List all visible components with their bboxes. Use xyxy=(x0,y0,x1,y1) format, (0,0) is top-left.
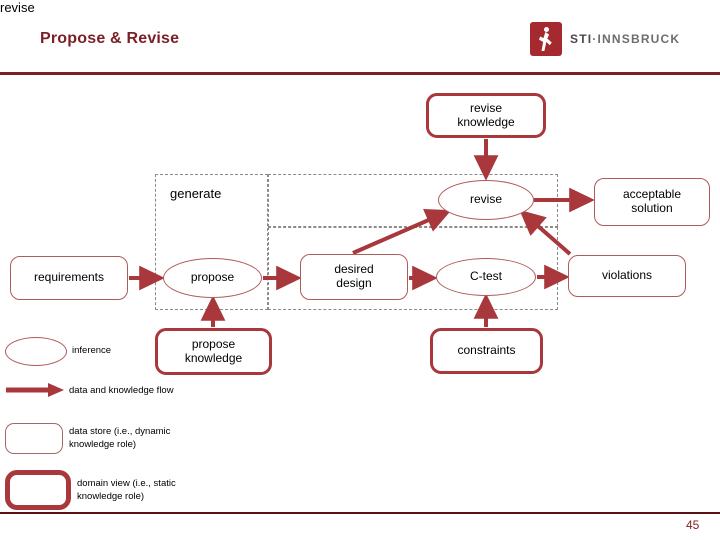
legend-domain-view-icon xyxy=(5,470,71,510)
logo-wordmark-sep: · xyxy=(592,32,598,46)
page-title: Propose & Revise xyxy=(40,30,180,47)
node-label-violations: violations xyxy=(601,268,653,283)
node-acceptable-solution[interactable]: acceptable solution xyxy=(594,178,710,226)
sti-logo-icon xyxy=(530,22,562,56)
node-label-revise-knowledge: revise knowledge xyxy=(457,100,515,129)
node-desired-design[interactable]: desired design xyxy=(300,254,408,300)
logo-wordmark-sti: STI xyxy=(570,32,593,46)
node-label-propose-knowledge: propose knowledge xyxy=(184,336,243,365)
legend-inference-icon xyxy=(5,337,67,366)
node-label-requirements: requirements xyxy=(33,270,105,285)
node-violations[interactable]: violations xyxy=(568,255,686,297)
group-label-generate: generate xyxy=(170,186,222,201)
node-label-desired-design: desired design xyxy=(334,262,374,290)
header-divider xyxy=(0,72,720,75)
logo-wordmark: STI·INNSBRUCK xyxy=(570,32,680,46)
legend-inference-label: inference xyxy=(72,345,112,356)
legend-flow-label: data and knowledge flow xyxy=(69,385,174,396)
logo-figure-body-icon xyxy=(538,32,552,51)
legend-data-store-icon xyxy=(5,423,63,454)
logo-figure-head-icon xyxy=(544,27,549,32)
node-requirements[interactable]: requirements xyxy=(10,256,128,300)
legend-data-store-label: data store (i.e., dynamic knowledge role… xyxy=(69,426,171,450)
node-label-constraints: constraints xyxy=(457,343,516,358)
page-number: 45 xyxy=(686,518,700,532)
group-label-revise: revise xyxy=(0,0,35,15)
node-revise[interactable]: revise xyxy=(438,180,534,220)
node-label-propose: propose xyxy=(190,270,235,285)
footer-divider xyxy=(0,512,720,514)
node-label-acceptable-solution: acceptable solution xyxy=(622,187,682,215)
legend-domain-view-label: domain view (i.e., static knowledge role… xyxy=(77,478,176,502)
node-propose[interactable]: propose xyxy=(163,258,262,298)
node-label-c-test: C-test xyxy=(469,269,502,284)
node-propose-knowledge[interactable]: propose knowledge xyxy=(155,328,272,375)
sti-innsbruck-logo: STI·INNSBRUCK xyxy=(530,22,680,56)
node-constraints[interactable]: constraints xyxy=(430,328,543,374)
legend-flow-icon xyxy=(6,383,64,397)
node-revise-knowledge[interactable]: revise knowledge xyxy=(426,93,546,138)
node-c-test[interactable]: C-test xyxy=(436,258,536,296)
logo-wordmark-city: INNSBRUCK xyxy=(597,32,681,46)
node-label-revise: revise xyxy=(469,192,502,207)
